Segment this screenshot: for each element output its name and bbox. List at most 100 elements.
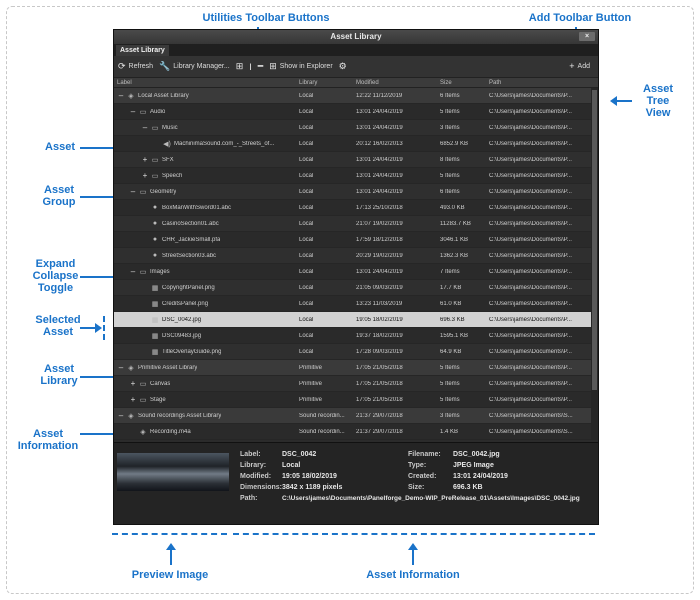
add-button[interactable]: + Add	[569, 61, 590, 71]
row-label-cell: ▦DSC_0042.jpg	[114, 316, 296, 324]
row-modified: 21:37 29/07/2018	[356, 412, 403, 419]
row-label: Local Asset Library	[138, 92, 189, 99]
row-library: Local	[299, 108, 314, 115]
audio-icon: ◀)	[163, 140, 171, 148]
row-size: 5 Items	[440, 108, 460, 115]
row-modified: 17:13 25/10/2018	[356, 204, 403, 211]
row-library: Sound recordin...	[299, 428, 345, 435]
text-cursor-icon: I	[249, 61, 252, 72]
column-modified[interactable]: Modified	[356, 80, 379, 86]
expand-icon[interactable]: +	[142, 155, 148, 164]
row-label: Audio	[150, 108, 166, 115]
row-library: Local	[299, 172, 314, 179]
info-library-key: Library:	[240, 462, 267, 469]
folder-icon: ▭	[151, 172, 159, 180]
row-size: 3046.1 KB	[440, 236, 469, 243]
collapse-icon[interactable]: –	[118, 363, 124, 372]
asset-tree-view[interactable]: Label Library Modified Size Path –◈Local…	[114, 78, 598, 440]
callout-preview-image: Preview Image	[131, 569, 209, 581]
row-label-cell: ▦CopyrightPanel.png	[114, 284, 296, 292]
callout-expand-collapse: Expand Collapse Toggle	[32, 258, 79, 294]
callout-asset-group: Asset Group	[42, 184, 76, 208]
collapse-icon[interactable]: –	[142, 123, 148, 132]
collapse-icon[interactable]: –	[130, 187, 136, 196]
column-size[interactable]: Size	[440, 80, 452, 86]
row-label-cell: ▦CreditsPanel.png	[114, 300, 296, 308]
row-library: Local	[299, 92, 314, 99]
close-button[interactable]: ×	[579, 32, 595, 41]
tree-row[interactable]: ◀)MachinimaSound.com_-_Streets_of...Loca…	[114, 136, 598, 152]
collapse-icon[interactable]: –	[118, 91, 124, 100]
expand-icon[interactable]: +	[130, 395, 136, 404]
rename-button[interactable]: I	[249, 62, 252, 72]
image-icon: ▦	[151, 284, 159, 292]
gear-icon: ⚙	[338, 61, 347, 71]
row-path: C:\Users\james\Documents\P...	[489, 156, 572, 163]
collapse-icon[interactable]: –	[118, 411, 124, 420]
column-path[interactable]: Path	[489, 80, 502, 86]
row-size: 5 Items	[440, 396, 460, 403]
new-folder-button[interactable]: ⊞	[236, 61, 244, 72]
row-library: Primitive	[299, 396, 323, 403]
settings-button[interactable]: ⚙	[339, 61, 347, 72]
row-label-cell: +▭Stage	[114, 395, 296, 404]
row-path: C:\Users\james\Documents\P...	[489, 188, 572, 195]
column-label[interactable]: Label	[117, 80, 132, 86]
highlight-selected	[103, 316, 105, 340]
row-modified: 20:12 16/02/2013	[356, 140, 403, 147]
column-library[interactable]: Library	[299, 80, 318, 86]
row-library: Local	[299, 284, 314, 291]
show-in-explorer-button[interactable]: ⊞ Show in Explorer	[269, 61, 332, 72]
geometry-icon: ●	[152, 252, 158, 259]
info-grid: Label: DSC_0042 Filename: DSC_0042.jpg L…	[240, 449, 595, 504]
geometry-icon: ●	[152, 204, 158, 211]
tree-scrollbar[interactable]	[591, 88, 598, 440]
collapse-icon[interactable]: –	[130, 107, 136, 116]
expand-icon[interactable]: +	[142, 171, 148, 180]
library-icon: ◈	[128, 364, 134, 372]
row-library: Local	[299, 124, 314, 131]
info-path-value: C:\Users\james\Documents\Panelforge_Demo…	[282, 495, 580, 502]
collapse-icon[interactable]: –	[130, 267, 136, 276]
expand-icon[interactable]: +	[130, 379, 136, 388]
row-modified: 21:37 29/07/2018	[356, 428, 403, 435]
refresh-button[interactable]: ⟳ Refresh	[118, 61, 153, 72]
row-size: 6 Items	[440, 92, 460, 99]
folder-icon: ▭	[151, 124, 159, 132]
row-path: C:\Users\james\Documents\P...	[489, 284, 572, 291]
image-icon: ▦	[151, 300, 159, 308]
utilities-toolbar: ⟳ Refresh 🔧 Library Manager... ⊞ I ━ ⊞ S…	[114, 56, 598, 78]
library-manager-button[interactable]: 🔧 Library Manager...	[159, 61, 230, 72]
info-filename-value: DSC_0042.jpg	[453, 451, 500, 458]
remove-button[interactable]: ━	[258, 61, 263, 72]
row-path: C:\Users\james\Documents\S...	[489, 428, 573, 435]
row-size: 3 Items	[440, 412, 460, 419]
row-path: C:\Users\james\Documents\P...	[489, 172, 572, 179]
window-title: Asset Library	[330, 32, 382, 41]
tab-asset-library[interactable]: Asset Library	[116, 45, 169, 56]
scrollbar-thumb[interactable]	[592, 90, 597, 390]
row-size: 61.0 KB	[440, 300, 462, 307]
row-path: C:\Users\james\Documents\P...	[489, 316, 572, 323]
